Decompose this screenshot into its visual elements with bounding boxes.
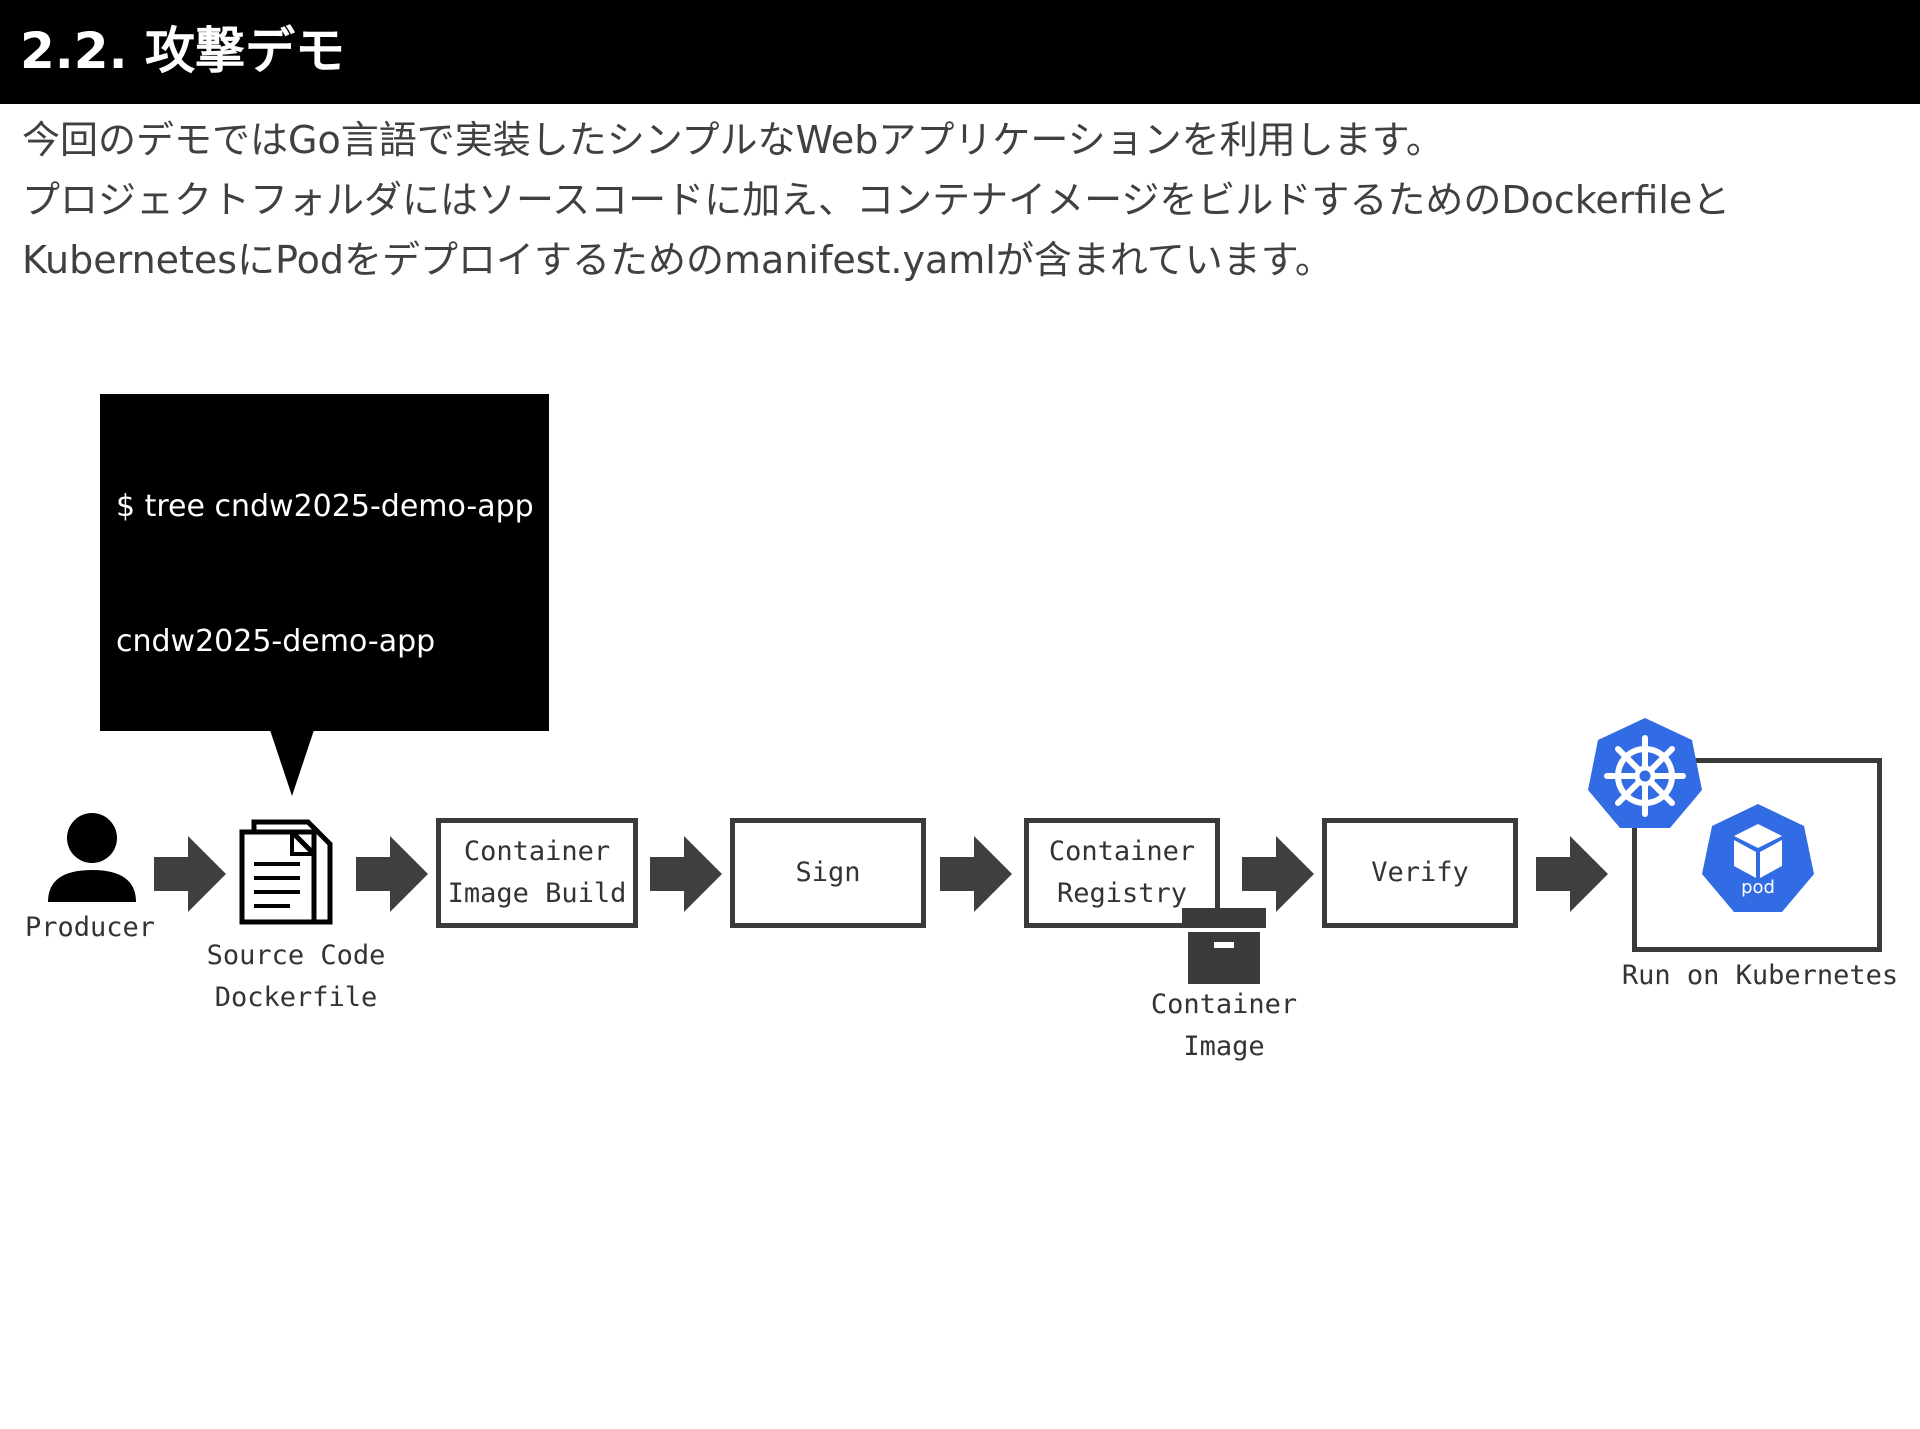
archive-box-icon xyxy=(1182,908,1266,984)
registry-line-2: Registry xyxy=(1056,878,1188,909)
title-bar: 2.2. 攻撃デモ xyxy=(0,0,1920,104)
document-icon xyxy=(239,819,333,925)
kubernetes-helm-icon xyxy=(1588,718,1702,828)
terminal-line: ├─── main.go xyxy=(116,1029,320,1064)
build-line-1: Container xyxy=(463,836,611,867)
terminal-line: cndw2025-demo-app xyxy=(116,624,436,659)
verify-label: Verify xyxy=(1371,857,1469,888)
source-label-line-2: Dockerfile xyxy=(214,982,378,1013)
intro-line: 今回のデモではGo言語で実装したシンプルなWebアプリケーションを利用します。 xyxy=(22,118,1444,162)
arrow-icon xyxy=(1536,836,1608,912)
intro-paragraph: 今回のデモではGo言語で実装したシンプルなWebアプリケーションを利用します。 … xyxy=(22,110,1882,290)
arrow-icon xyxy=(650,836,722,912)
sign-label: Sign xyxy=(795,857,861,888)
terminal-callout: $ tree cndw2025-demo-app cndw2025-demo-a… xyxy=(100,394,549,1334)
terminal-line: $ tree cndw2025-demo-app xyxy=(116,489,534,524)
arrow-icon xyxy=(356,836,428,912)
registry-line-1: Container xyxy=(1048,836,1196,867)
arrow-icon xyxy=(1242,836,1314,912)
callout-pointer xyxy=(270,730,314,796)
pod-label: pod xyxy=(1741,877,1775,898)
terminal-line: ├─── manifest.yaml xyxy=(116,1164,413,1199)
arrow-icon xyxy=(154,836,226,912)
verify-step: Verify xyxy=(1322,818,1518,928)
intro-line: プロジェクトフォルダにはソースコードに加え、コンテナイメージをビルドするためのD… xyxy=(22,178,1731,222)
producer-label: Producer xyxy=(24,912,156,943)
sign-step: Sign xyxy=(730,818,926,928)
terminal-line: └─── README.md xyxy=(116,1299,384,1334)
container-image-label: Container Image xyxy=(1124,984,1324,1068)
page-title: 2.2. 攻撃デモ xyxy=(20,22,345,80)
build-line-2: Image Build xyxy=(447,878,627,909)
container-image-build-step: Container Image Build xyxy=(436,818,638,928)
pod-cube-icon xyxy=(1702,804,1814,912)
source-label: Source Code Dockerfile xyxy=(196,935,396,1019)
intro-line: KubernetesにPodをデプロイするためのmanifest.yamlが含ま… xyxy=(22,238,1333,282)
run-on-kubernetes-label: Run on Kubernetes xyxy=(1621,960,1899,991)
person-icon xyxy=(48,813,136,902)
source-label-line-1: Source Code xyxy=(206,940,386,971)
image-label-line-2: Image xyxy=(1183,1031,1265,1062)
arrow-icon xyxy=(940,836,1012,912)
image-label-line-1: Container xyxy=(1150,989,1298,1020)
terminal-line: ├─── Dockerfile xyxy=(116,759,349,794)
